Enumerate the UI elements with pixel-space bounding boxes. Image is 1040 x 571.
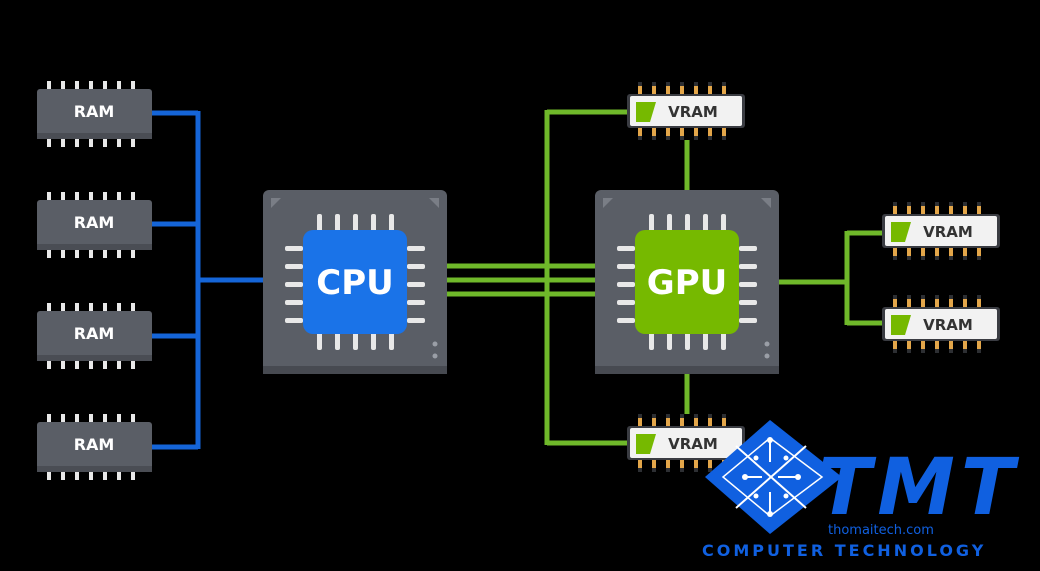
ram-label: RAM xyxy=(74,102,115,121)
circuit-diamond-icon xyxy=(705,420,842,534)
ram-label: RAM xyxy=(74,324,115,343)
watermark-logo: TMT thomaitech.com COMPUTER TECHNOLOGY xyxy=(702,420,1020,560)
gpu-chip: GPU xyxy=(595,190,779,374)
vram-label: VRAM xyxy=(923,316,973,334)
ram-module: RAM xyxy=(37,192,152,258)
cpu-label: CPU xyxy=(316,263,393,303)
ram-cpu-bus xyxy=(150,110,264,450)
vram-label: VRAM xyxy=(923,223,973,241)
vram-label: VRAM xyxy=(668,103,718,121)
ram-label: RAM xyxy=(74,213,115,232)
vram-module: VRAM xyxy=(627,414,745,472)
ram-module: RAM xyxy=(37,81,152,147)
vram-label: VRAM xyxy=(668,435,718,453)
vram-module: VRAM xyxy=(627,82,745,140)
gpu-vram-bus xyxy=(544,109,888,446)
brand-site: thomaitech.com xyxy=(828,523,934,538)
cpu-gpu-bus xyxy=(447,263,598,297)
vram-module: VRAM xyxy=(882,295,1000,353)
brand-tagline: COMPUTER TECHNOLOGY xyxy=(702,541,986,560)
cpu-chip: CPU xyxy=(263,190,447,374)
brand-name: TMT xyxy=(818,443,1020,533)
ram-module: RAM xyxy=(37,303,152,369)
ram-label: RAM xyxy=(74,435,115,454)
gpu-die xyxy=(635,230,739,334)
vram-module: VRAM xyxy=(882,202,1000,260)
ram-module: RAM xyxy=(37,414,152,480)
cpu-die xyxy=(303,230,407,334)
gpu-label: GPU xyxy=(647,263,727,303)
